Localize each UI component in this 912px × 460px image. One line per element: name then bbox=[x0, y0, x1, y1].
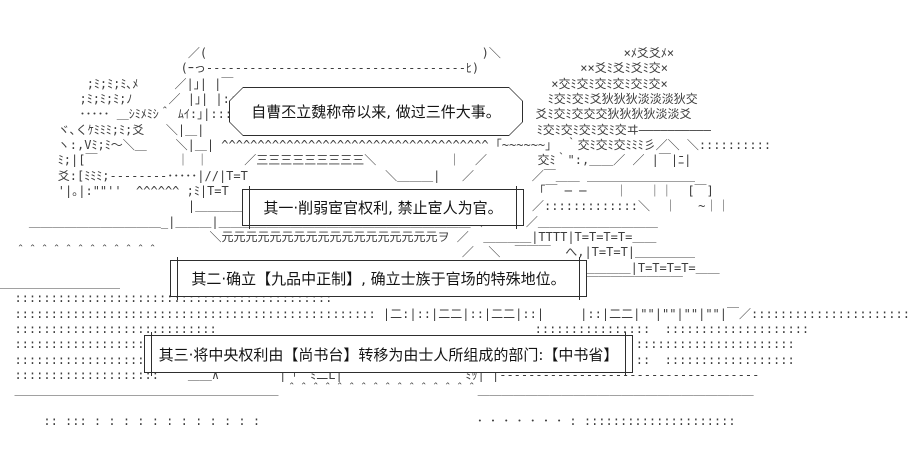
dialogue-point1-text: 其一·削弱宦官权利, 禁止宦人为官。 bbox=[263, 199, 503, 217]
speech-balloon-intro: 自曹丕立魏称帝以来, 做过三件大事。 bbox=[229, 87, 523, 136]
dialogue-box-point3: 其三·将中央权利由【尚书台】转移为由士人所组成的部门:【中书省】 bbox=[144, 332, 633, 376]
speech-balloon-intro-text: 自曹丕立魏称帝以来, 做过三件大事。 bbox=[230, 88, 522, 135]
dialogue-point2-text: 其二·确立【九品中正制】, 确立士族于官场的特殊地位。 bbox=[191, 270, 566, 288]
dialogue-box-point2: 其二·确立【九品中正制】, 确立士族于官场的特殊地位。 bbox=[170, 257, 587, 300]
dialogue-box-point1: 其一·削弱宦官权利, 禁止宦人为官。 bbox=[242, 186, 524, 229]
dialogue-point3-text: 其三·将中央权利由【尚书台】转移为由士人所组成的部门:【中书省】 bbox=[158, 345, 619, 364]
